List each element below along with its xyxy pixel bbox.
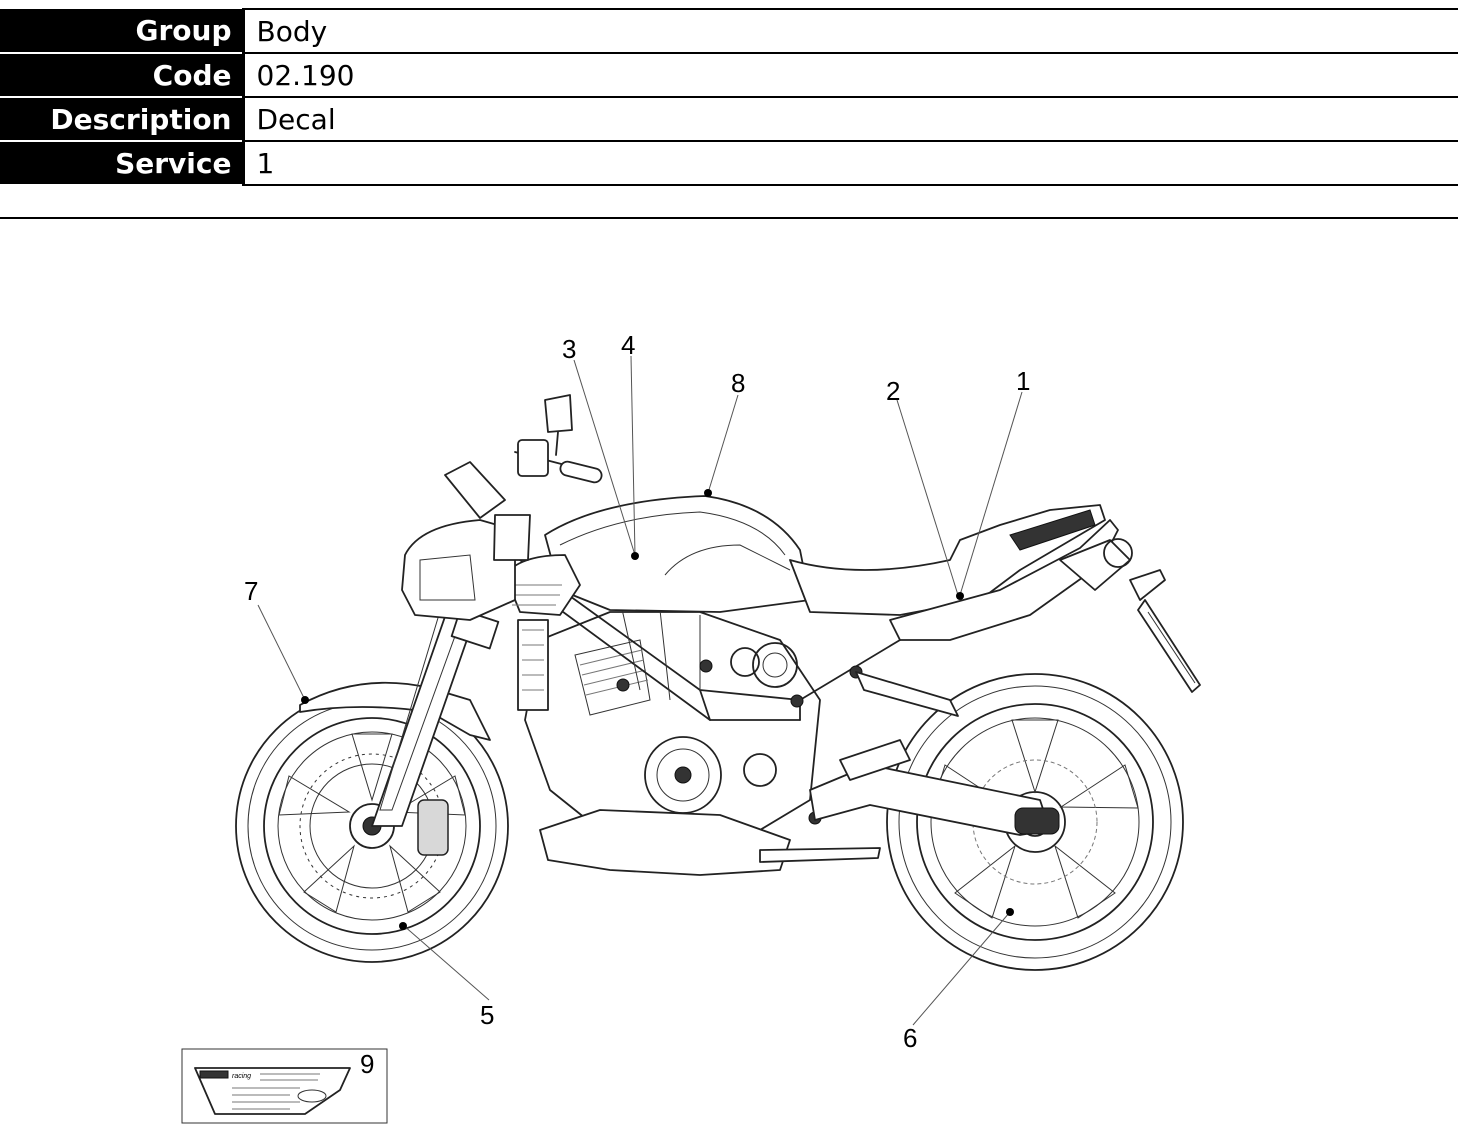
header-divider [0,217,1458,219]
part-info-table: Group Body Code 02.190 Description Decal… [0,8,1458,186]
group-value: Body [241,8,1458,54]
service-value: 1 [241,140,1458,186]
code-value: 02.190 [241,52,1458,98]
callout-4: 4 [621,330,635,360]
front-fender [299,681,491,741]
callout-2: 2 [886,376,900,406]
callout-9: 9 [360,1049,374,1079]
decal-brand-text: racing [232,1073,251,1080]
callout-7: 7 [244,576,258,606]
service-label: Service [0,141,243,186]
engine [517,611,821,876]
swingarm [809,764,1051,836]
callout-leaders [257,355,1023,1026]
group-row: Group Body [0,8,1458,54]
service-row: Service 1 [0,140,1458,186]
motorcycle-exploded-diagram: 1 2 3 4 5 6 7 8 racing 9 [181,330,1201,1124]
decal-inset: racing 9 [181,1048,388,1124]
description-row: Description Decal [0,96,1458,142]
code-row: Code 02.190 [0,52,1458,98]
headlight-assembly [401,394,603,621]
frame [519,559,901,825]
code-label: Code [0,53,243,98]
group-label: Group [0,9,243,54]
axle-block [1014,807,1060,835]
fuel-tank [504,495,811,616]
footpeg-bracket [839,739,911,781]
callout-dots [301,489,1014,930]
callout-5: 5 [480,1000,494,1030]
tail-section [889,509,1201,693]
callout-8: 8 [731,368,745,398]
decal-brand-logo [199,1070,229,1079]
rear-shock [855,671,959,717]
side-stand [759,847,881,863]
callout-6: 6 [903,1023,917,1053]
callout-1: 1 [1016,366,1030,396]
description-value: Decal [241,96,1458,142]
description-label: Description [0,97,243,142]
callout-3: 3 [562,334,576,364]
